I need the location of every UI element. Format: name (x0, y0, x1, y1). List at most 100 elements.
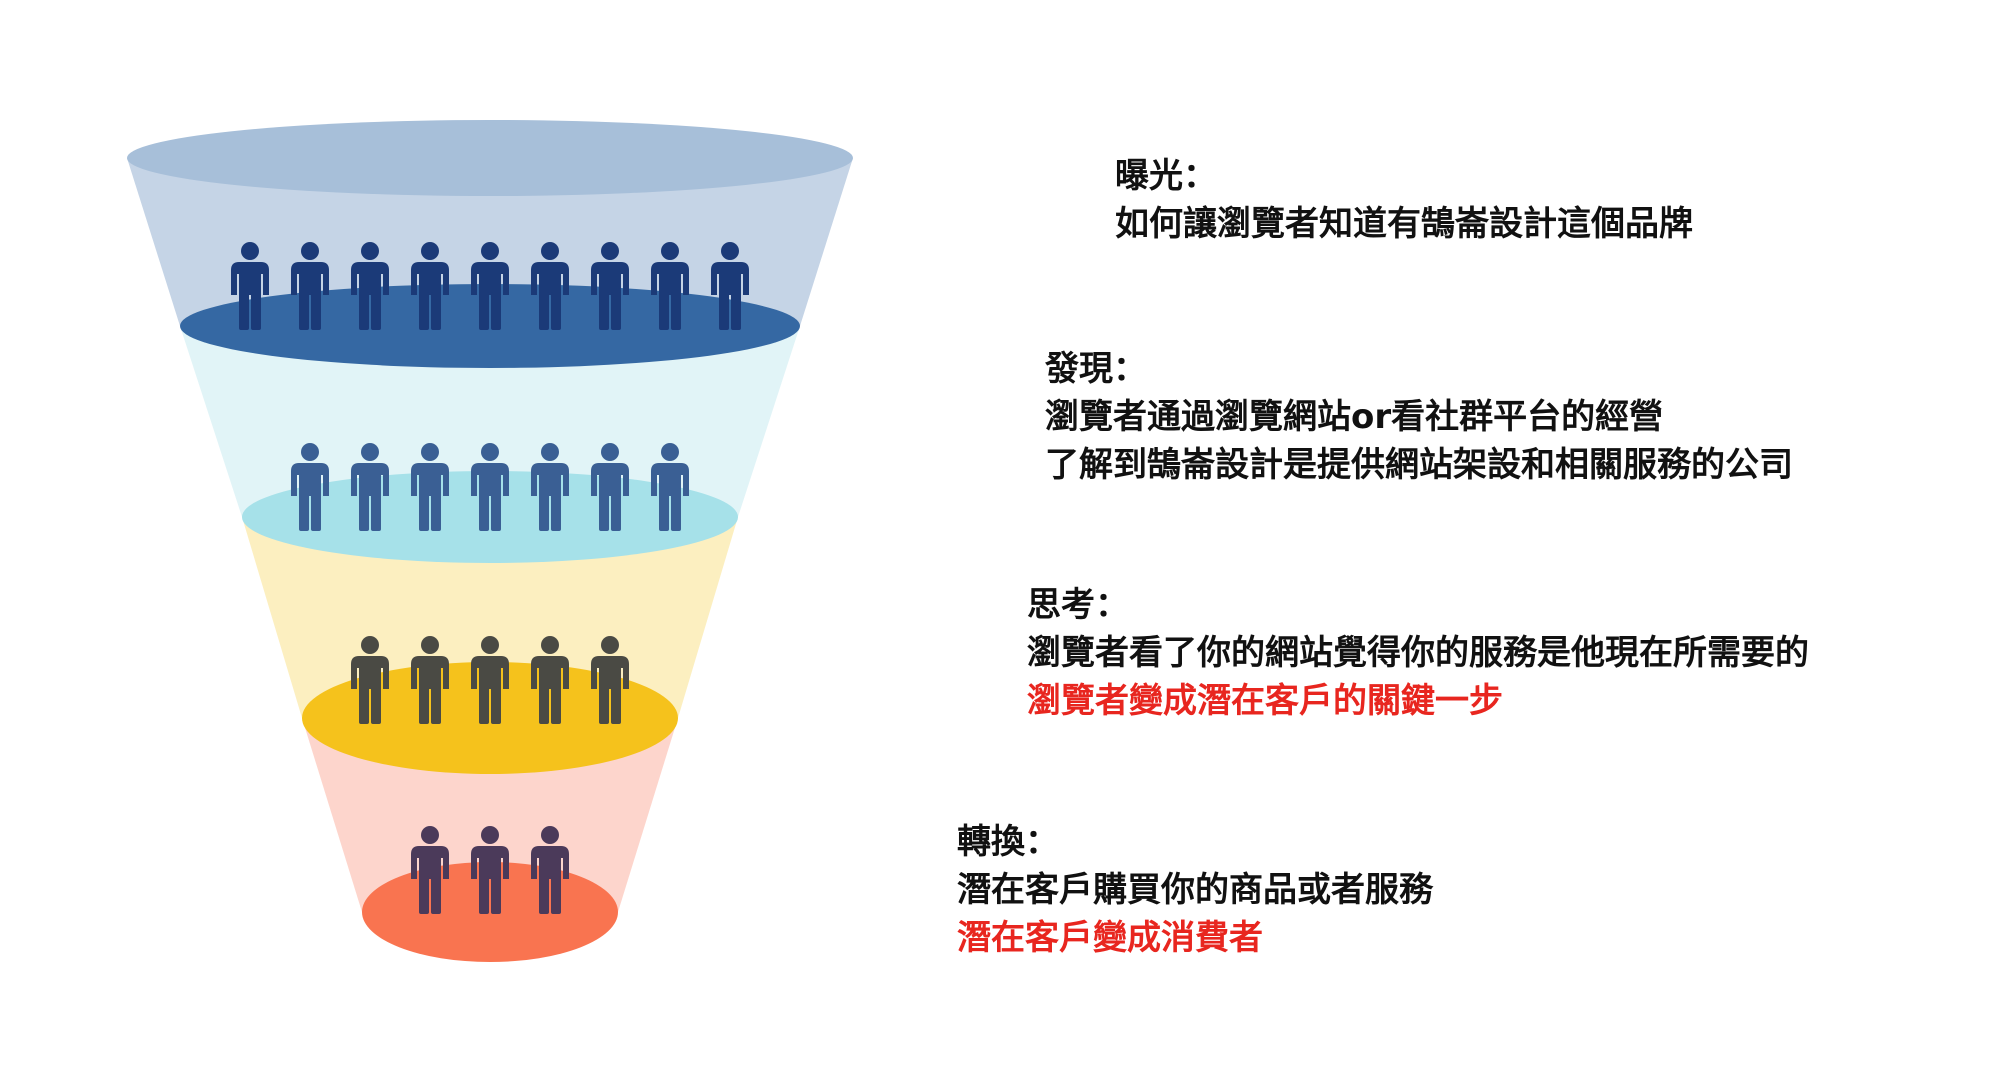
person-head (421, 443, 439, 461)
person-body (651, 463, 689, 496)
person-leg-right (551, 493, 561, 531)
person-leg-left (299, 493, 309, 531)
person-body (351, 463, 389, 496)
person-body (531, 656, 569, 689)
person-leg-right (431, 876, 441, 914)
person-icon (231, 242, 269, 330)
person-leg-left (539, 493, 549, 531)
person-icon (411, 443, 449, 531)
person-leg-left (539, 686, 549, 724)
funnel-top-rim (127, 120, 853, 196)
person-head (541, 242, 559, 260)
person-leg-left (419, 493, 429, 531)
person-body (351, 656, 389, 689)
person-head (661, 242, 679, 260)
stage-exposure-text: 曝光： 如何讓瀏覽者知道有鵠崙設計這個品牌 (1115, 152, 1693, 248)
person-leg-left (359, 493, 369, 531)
stage-conversion-text: 轉換： 潛在客戶購買你的商品或者服務 潛在客戶變成消費者 (957, 818, 1433, 962)
person-leg-left (359, 686, 369, 724)
person-leg-right (491, 876, 501, 914)
person-head (481, 826, 499, 844)
person-leg-right (491, 493, 501, 531)
stage-thinking-text: 思考： 瀏覽者看了你的網站覺得你的服務是他現在所需要的 瀏覽者變成潛在客戶的關鍵… (1027, 581, 1809, 725)
person-body (351, 262, 389, 295)
person-icon (531, 242, 569, 330)
person-leg-right (671, 493, 681, 531)
stage-exposure-line-1: 如何讓瀏覽者知道有鵠崙設計這個品牌 (1115, 204, 1693, 244)
person-leg-right (611, 292, 621, 330)
person-leg-left (479, 292, 489, 330)
person-head (541, 636, 559, 654)
person-body (591, 262, 629, 295)
person-icon (471, 242, 509, 330)
person-icon (531, 826, 569, 914)
person-leg-right (611, 493, 621, 531)
person-icon (591, 242, 629, 330)
person-icon (471, 636, 509, 724)
person-icon (351, 443, 389, 531)
person-leg-right (371, 686, 381, 724)
person-body (231, 262, 269, 295)
person-leg-right (431, 292, 441, 330)
person-leg-left (239, 292, 249, 330)
funnel-disc-exposure (180, 284, 800, 368)
person-head (421, 242, 439, 260)
person-leg-right (731, 292, 741, 330)
person-body (531, 846, 569, 879)
person-leg-right (251, 292, 261, 330)
person-leg-left (719, 292, 729, 330)
stage-thinking-line-1: 瀏覽者看了你的網站覺得你的服務是他現在所需要的 (1027, 633, 1809, 673)
person-leg-left (659, 292, 669, 330)
person-leg-left (479, 876, 489, 914)
person-leg-left (599, 686, 609, 724)
person-leg-right (311, 292, 321, 330)
stage-conversion-line-1: 潛在客戶購買你的商品或者服務 (957, 870, 1433, 910)
person-head (301, 242, 319, 260)
person-leg-right (671, 292, 681, 330)
person-head (601, 242, 619, 260)
person-leg-left (419, 686, 429, 724)
stage-discovery-line-2: 了解到鵠崙設計是提供網站架設和相關服務的公司 (1045, 445, 1793, 485)
person-icon (711, 242, 749, 330)
stage-conversion-heading: 轉換： (957, 822, 1059, 862)
person-leg-left (599, 292, 609, 330)
person-icon (591, 636, 629, 724)
person-body (411, 846, 449, 879)
person-body (291, 262, 329, 295)
person-head (601, 443, 619, 461)
person-leg-right (431, 686, 441, 724)
person-body (471, 846, 509, 879)
person-head (421, 826, 439, 844)
person-body (531, 262, 569, 295)
person-head (361, 443, 379, 461)
person-icon (291, 443, 329, 531)
stage-thinking-highlight-1: 瀏覽者變成潛在客戶的關鍵一步 (1027, 681, 1503, 721)
person-leg-right (491, 292, 501, 330)
funnel-band-conversion (302, 718, 678, 912)
person-icon (591, 443, 629, 531)
person-head (661, 443, 679, 461)
person-icon (471, 826, 509, 914)
person-icon (291, 242, 329, 330)
person-leg-right (551, 876, 561, 914)
person-head (361, 636, 379, 654)
person-head (241, 242, 259, 260)
person-body (651, 262, 689, 295)
person-leg-right (491, 686, 501, 724)
person-icon (651, 242, 689, 330)
person-leg-right (431, 493, 441, 531)
person-leg-right (371, 292, 381, 330)
person-leg-left (479, 493, 489, 531)
stage-discovery-heading: 發現： (1045, 349, 1147, 389)
person-head (541, 443, 559, 461)
stage-conversion-highlight-1: 潛在客戶變成消費者 (957, 918, 1263, 958)
funnel-people (231, 242, 749, 914)
person-head (541, 826, 559, 844)
person-icon (531, 636, 569, 724)
person-icon (411, 242, 449, 330)
person-icon (651, 443, 689, 531)
person-icon (351, 636, 389, 724)
person-head (481, 636, 499, 654)
person-head (301, 443, 319, 461)
person-leg-right (311, 493, 321, 531)
